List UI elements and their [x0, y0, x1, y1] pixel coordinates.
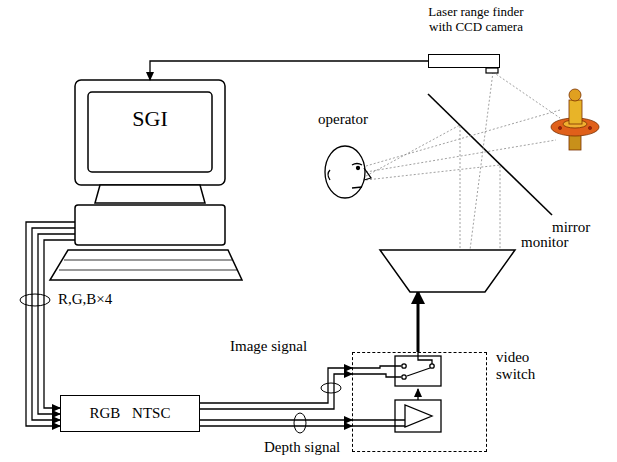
- cable-bundle-mark: [294, 413, 306, 433]
- signal-connector: [200, 368, 352, 403]
- node-text: RGB NTSC: [90, 405, 171, 422]
- switch-symbol: [352, 352, 441, 386]
- operator-face: [352, 187, 362, 188]
- operator-face: [328, 170, 330, 180]
- amplifier-symbol: [352, 425, 405, 426]
- signal-connector: [200, 420, 352, 426]
- node-text: video switch: [496, 349, 556, 384]
- signal-connector: [150, 61, 428, 80]
- node-text: monitor: [521, 234, 569, 251]
- computer-drawing: [50, 80, 242, 280]
- light-rays: [366, 125, 460, 250]
- target-object: [569, 89, 581, 101]
- computer-drawing: [64, 260, 232, 261]
- target-object: [551, 89, 599, 150]
- operator-face: [357, 167, 360, 170]
- switch-symbol: [407, 368, 430, 376]
- signal-label: Image signal: [228, 338, 309, 355]
- converter-box: RGB NTSC: [60, 395, 200, 432]
- computer-drawing: [50, 250, 242, 280]
- light-rays: [366, 140, 556, 172]
- computer-box: SGI: [75, 80, 225, 245]
- part-label: mirror: [550, 219, 592, 236]
- signal-label: R,G,B×4: [56, 291, 114, 308]
- signal-connector: [200, 425, 352, 426]
- operator-face: [325, 146, 371, 198]
- signal-connector: [44, 240, 75, 408]
- amplifier-symbol: [352, 389, 441, 432]
- cable-bundle-mark: [321, 383, 341, 393]
- amplifier-symbol: [352, 419, 405, 420]
- mirror-line: [428, 94, 552, 215]
- monitor-outline: [380, 250, 515, 292]
- signal-label: Depth signal: [262, 439, 342, 456]
- target-object: [558, 126, 561, 129]
- ccd-camera: [486, 68, 498, 73]
- computer-drawing: [88, 92, 212, 172]
- amplifier-symbol: [417, 389, 418, 400]
- signal-connector: [38, 234, 75, 414]
- switch-symbol: [402, 375, 406, 379]
- light-rays: [493, 72, 560, 118]
- computer-drawing: [75, 80, 225, 185]
- target-object: [569, 100, 582, 124]
- light-rays: [366, 72, 560, 250]
- node-text: Laser range finder with CCD camera: [421, 5, 531, 35]
- light-rays: [470, 72, 493, 250]
- switch-symbol: [418, 356, 432, 364]
- signal-connector: [200, 374, 352, 409]
- range-finder-box: Laser range finder with CCD camera: [428, 54, 500, 68]
- signal-connector: [32, 228, 75, 420]
- operator-face: [325, 146, 365, 198]
- monitor-outline: [380, 250, 515, 292]
- video-switch-box: video switch: [352, 352, 487, 452]
- amplifier-symbol: [405, 405, 432, 427]
- switch-symbol: [352, 374, 401, 377]
- computer-drawing: [75, 205, 225, 245]
- switch-symbol: [430, 364, 434, 368]
- light-rays: [366, 165, 500, 250]
- signal-connector: [200, 368, 352, 409]
- signal-connector: [150, 61, 428, 80]
- part-label: operator: [316, 111, 370, 128]
- cable-bundle-mark: [20, 294, 341, 433]
- switch-symbol: [402, 364, 406, 368]
- cable-bundle-mark: [20, 294, 50, 306]
- operator-face: [364, 168, 371, 180]
- node-text: SGI: [132, 106, 167, 131]
- light-rays: [366, 110, 560, 166]
- computer-drawing: [59, 270, 237, 271]
- switch-symbol: [395, 356, 441, 386]
- monitor-trapezoid: monitor: [380, 250, 515, 292]
- signal-connector: [418, 292, 419, 352]
- signal-connector: [417, 292, 420, 352]
- operator-face: [352, 164, 362, 166]
- signal-connector: [200, 419, 352, 420]
- computer-drawing: [95, 185, 205, 203]
- target-object: [588, 126, 591, 129]
- amplifier-symbol: [395, 400, 441, 432]
- switch-symbol: [352, 366, 401, 368]
